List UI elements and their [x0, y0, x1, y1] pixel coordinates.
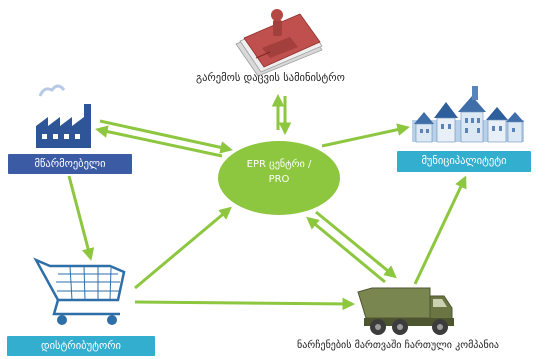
- flow-arrows: [67, 93, 467, 311]
- document-stamp-icon: [235, 9, 323, 77]
- arrow-manufacturer-to-distributor: [67, 175, 95, 261]
- arrow-center-to-waste-company: [315, 210, 397, 279]
- shopping-cart-icon: [33, 257, 126, 325]
- epr-center-label-line2: PRO: [268, 173, 290, 185]
- houses-icon: [412, 86, 524, 143]
- municipality-label: მუნიციპალიტეტი: [397, 151, 531, 172]
- arrow-distributor-to-center: [134, 206, 232, 290]
- ministry-label: გარემოს დაცვის სამინისტრო: [196, 72, 345, 84]
- epr-center-label-line1: EPR ცენტრი /: [246, 159, 312, 170]
- arrow-manufacturer-to-center: [99, 119, 233, 154]
- arrow-distributor-to-waste-company: [134, 297, 356, 311]
- dump-truck-icon: [357, 287, 454, 335]
- factory-icon: [36, 84, 91, 148]
- epr-center-node: [218, 141, 340, 215]
- manufacturer-label: მწარმოებელი: [8, 154, 132, 174]
- arrow-center-to-municipality: [321, 123, 410, 148]
- arrow-center-to-manufacturer: [95, 125, 223, 158]
- distributor-label: დისტრიბუტორი: [7, 336, 155, 356]
- epr-center-label: EPR ცენტრი / PRO: [218, 158, 340, 187]
- waste-company-label: ნარჩენების მართვაში ჩართული კომპანია: [297, 340, 499, 351]
- arrow-waste-company-to-municipality: [413, 175, 467, 285]
- arrow-waste-company-to-center: [306, 216, 386, 284]
